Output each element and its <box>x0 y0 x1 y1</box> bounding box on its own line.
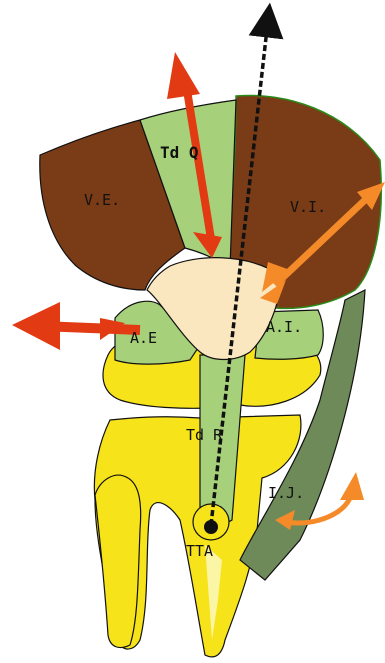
label-v-i: V.I. <box>290 198 326 216</box>
label-a-i: A.I. <box>266 318 302 336</box>
label-i-j: I.J. <box>268 484 304 502</box>
label-v-e: V.E. <box>84 191 120 209</box>
label-td-q: Td Q <box>160 143 199 162</box>
label-tta: TTA <box>186 542 213 560</box>
label-td-r: Td R <box>186 426 223 444</box>
label-a-e: A.E <box>130 329 157 347</box>
